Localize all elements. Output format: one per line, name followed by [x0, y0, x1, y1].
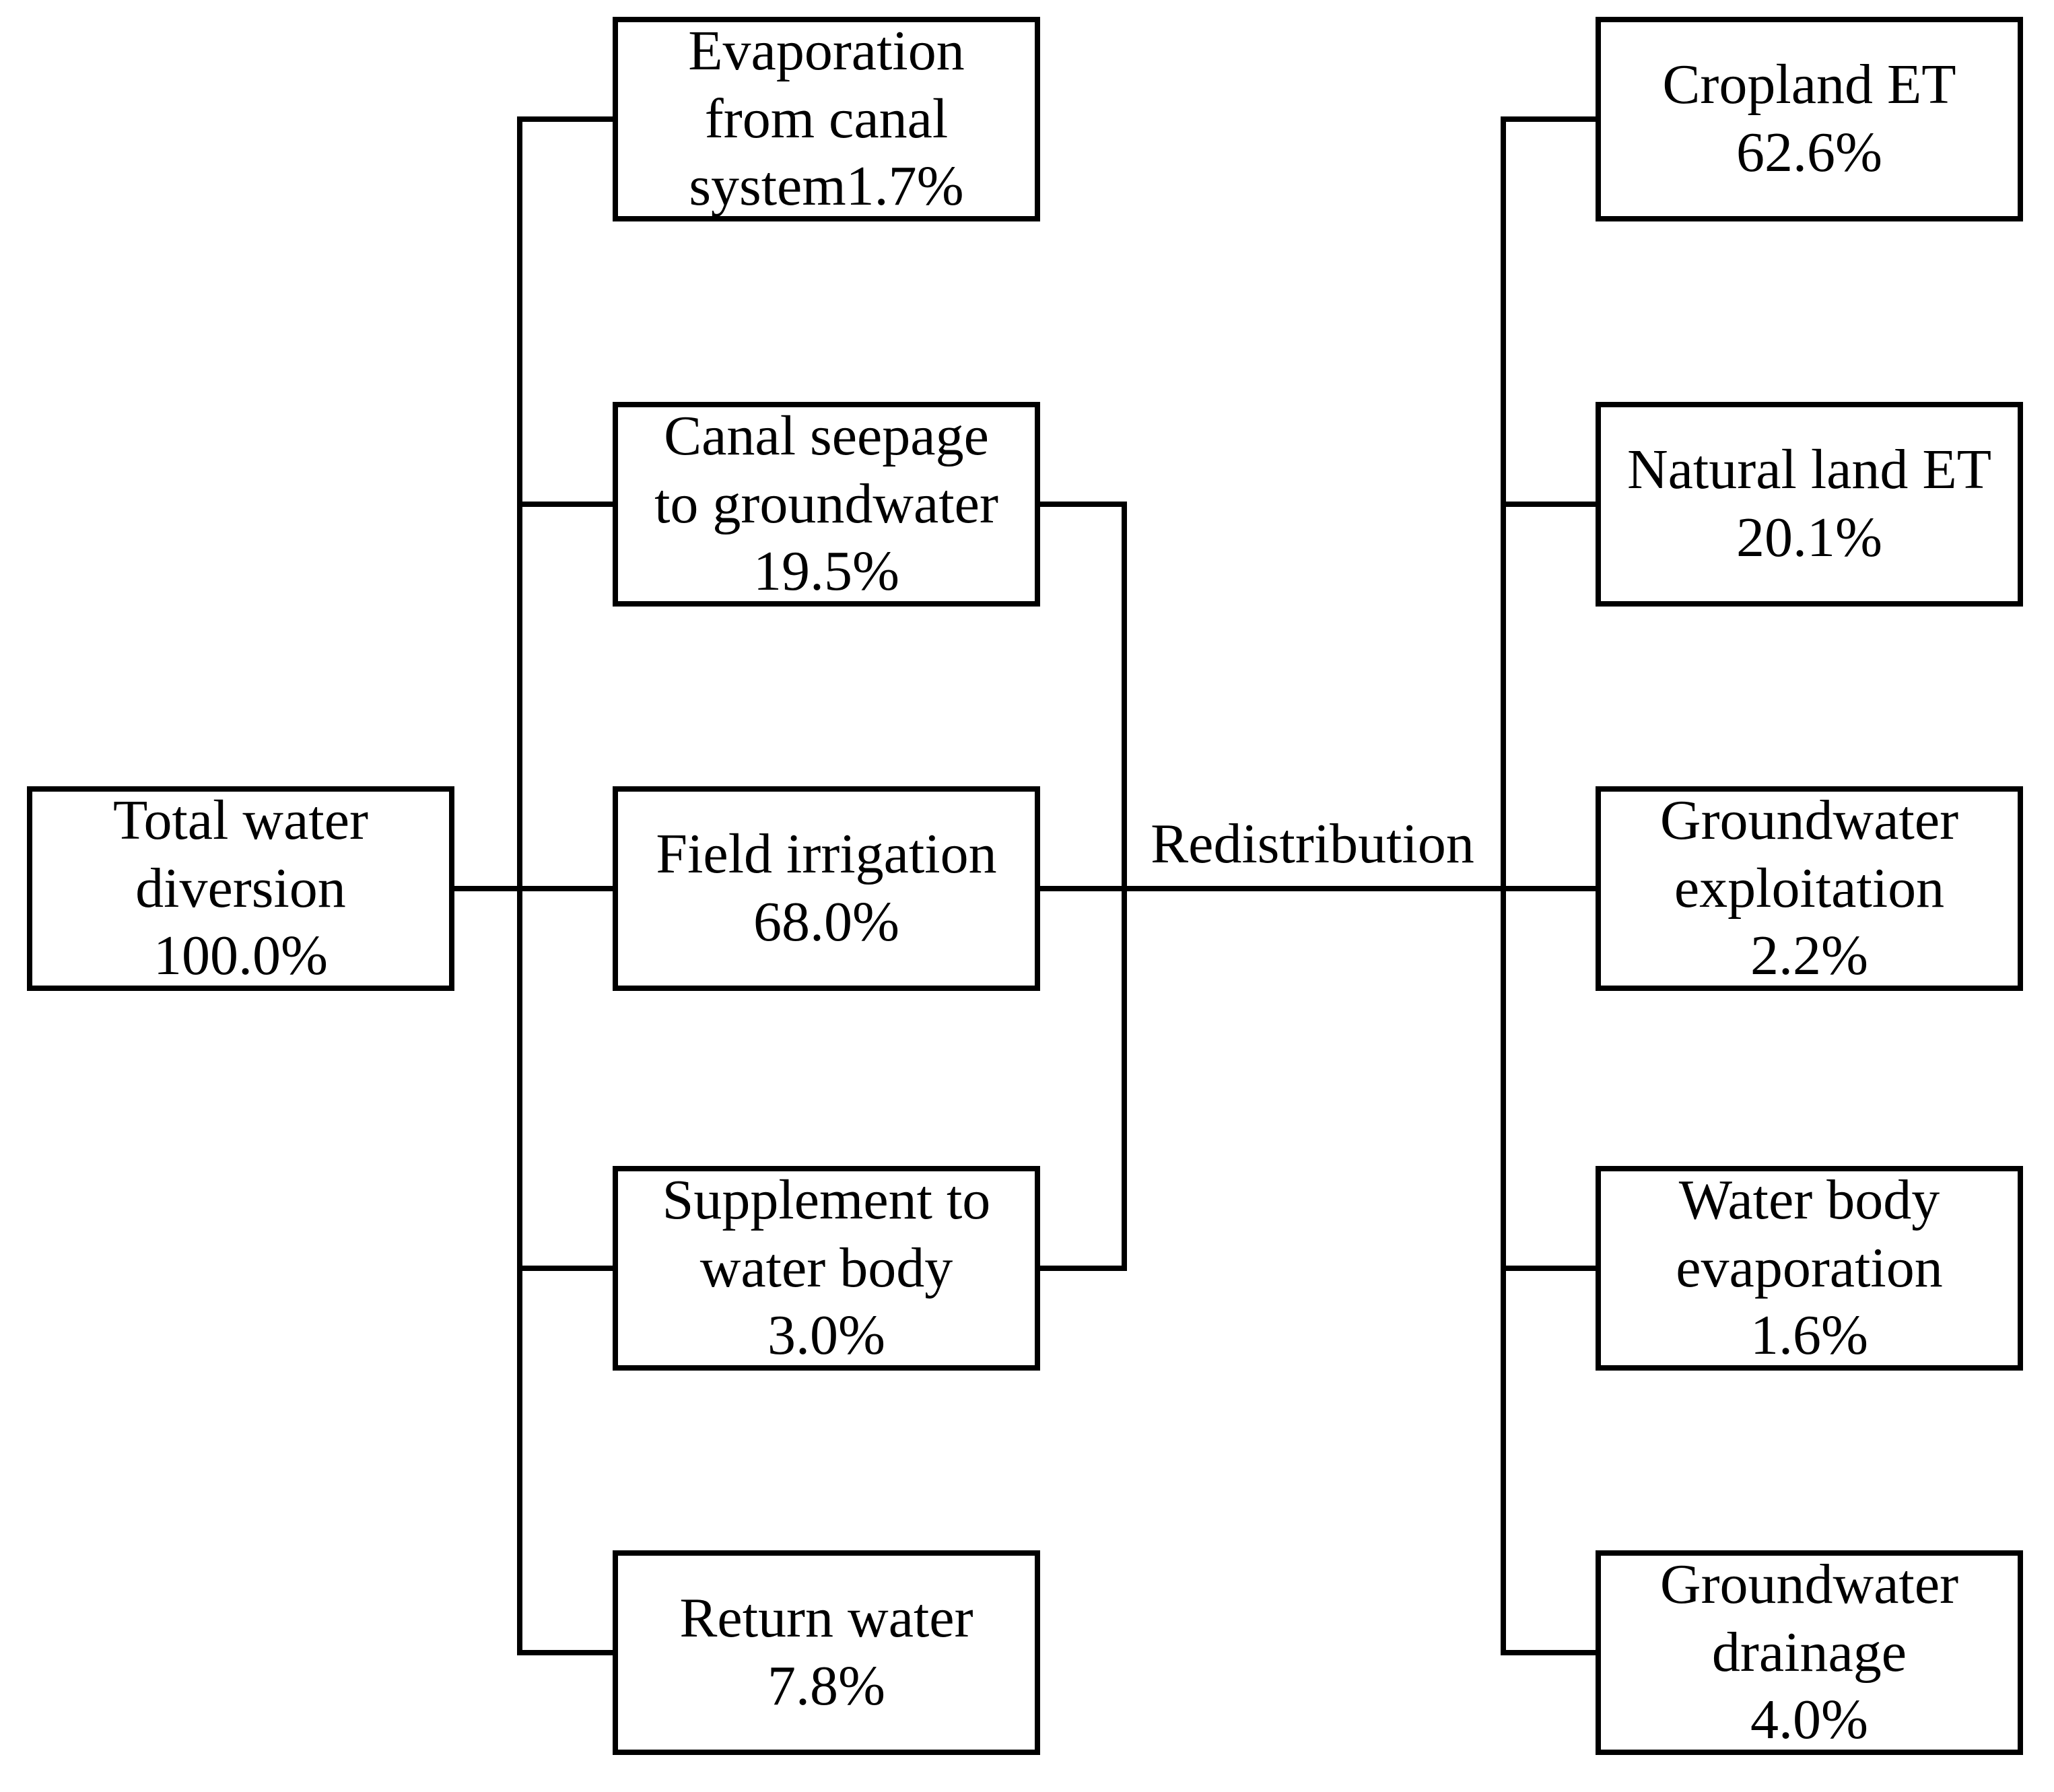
- node-cropland-et-label: Cropland ET 62.6%: [1662, 53, 1956, 184]
- source-to-trunk-connector-line: [451, 886, 613, 891]
- node-canal-seepage-to-groundwater-label: Canal seepage to groundwater 19.5%: [654, 404, 998, 603]
- node-return-water-label: Return water 7.8%: [679, 1587, 973, 1717]
- node-total-water-diversion: Total water diversion 100.0%: [27, 786, 454, 991]
- node-groundwater-drainage-label: Groundwater drainage 4.0%: [1659, 1552, 1959, 1752]
- redistribution-label: Redistribution: [1151, 813, 1474, 875]
- trunk-to-cropland-et-connector-line: [1501, 116, 1599, 122]
- node-groundwater-exploitation-label: Groundwater exploitation 2.2%: [1659, 788, 1959, 988]
- node-groundwater-drainage: Groundwater drainage 4.0%: [1596, 1550, 2023, 1755]
- node-evaporation-from-canal-system: Evaporation from canal system1.7%: [613, 17, 1040, 221]
- node-field-irrigation-label: Field irrigation 68.0%: [656, 823, 997, 953]
- node-natural-land-et-label: Natural land ET 20.1%: [1627, 438, 1992, 569]
- trunk-to-canal-seepage-connector-line: [517, 502, 613, 507]
- trunk-to-evaporation-connector-line: [517, 116, 613, 122]
- node-canal-seepage-to-groundwater: Canal seepage to groundwater 19.5%: [613, 402, 1040, 607]
- field-irrigation-to-groundwater-exploitation-line: [1035, 886, 1599, 891]
- node-field-irrigation: Field irrigation 68.0%: [613, 786, 1040, 991]
- node-return-water: Return water 7.8%: [613, 1550, 1040, 1755]
- node-natural-land-et: Natural land ET 20.1%: [1596, 402, 2023, 607]
- node-water-body-evaporation: Water body evaporation 1.6%: [1596, 1166, 2023, 1371]
- node-supplement-to-water-body-label: Supplement to water body 3.0%: [662, 1168, 991, 1367]
- canal-seepage-to-redistribution-connector-line: [1035, 502, 1127, 507]
- trunk-to-natural-land-et-connector-line: [1501, 502, 1599, 507]
- node-supplement-to-water-body: Supplement to water body 3.0%: [613, 1166, 1040, 1371]
- supplement-to-redistribution-connector-line: [1035, 1266, 1127, 1271]
- trunk-to-supplement-connector-line: [517, 1266, 613, 1271]
- node-evaporation-from-canal-system-label: Evaporation from canal system1.7%: [688, 19, 965, 218]
- trunk-to-return-water-connector-line: [517, 1650, 613, 1655]
- node-total-water-diversion-label: Total water diversion 100.0%: [113, 788, 368, 988]
- node-water-body-evaporation-label: Water body evaporation 1.6%: [1676, 1168, 1943, 1367]
- trunk-to-groundwater-drainage-connector-line: [1501, 1650, 1599, 1655]
- node-groundwater-exploitation: Groundwater exploitation 2.2%: [1596, 786, 2023, 991]
- trunk-to-water-body-evaporation-connector-line: [1501, 1266, 1599, 1271]
- node-cropland-et: Cropland ET 62.6%: [1596, 17, 2023, 221]
